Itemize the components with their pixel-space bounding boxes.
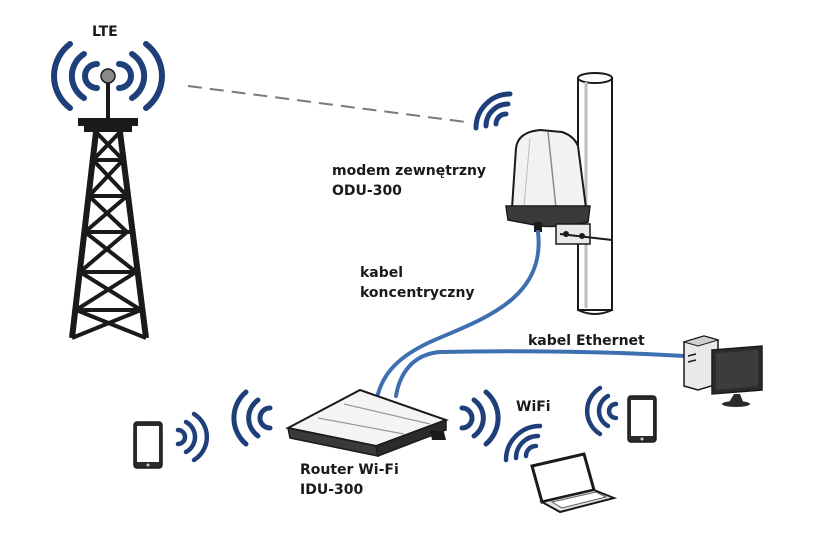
router-icon [231, 388, 501, 458]
tablet-right-signal-waves-icon [584, 385, 619, 437]
laptop-signal-waves-icon [503, 423, 543, 463]
modem-label-line1: modem zewnętrzny [332, 163, 486, 179]
desktop-computer-icon [682, 335, 763, 407]
outdoor-modem-icon [473, 91, 613, 245]
router-label-line2: IDU-300 [300, 482, 363, 498]
tablet-icon-right [584, 385, 657, 443]
lte-tower-icon [51, 41, 165, 340]
coax-label-line2: koncentryczny [360, 285, 475, 301]
router-label-line1: Router Wi-Fi [300, 462, 399, 478]
ethernet-label: kabel Ethernet [528, 333, 645, 349]
modem-signal-waves-icon [473, 91, 513, 131]
tablet-left-signal-waves-icon [175, 411, 210, 463]
tower-signal-waves-icon [51, 41, 165, 111]
lte-radio-link [187, 85, 467, 123]
router-signal-waves-left-icon [231, 389, 273, 447]
laptop-icon [503, 423, 618, 514]
ethernet-cable [394, 349, 686, 398]
modem-label-line2: ODU-300 [332, 183, 402, 199]
wifi-label: WiFi [516, 399, 551, 415]
coax-label-line1: kabel [360, 265, 403, 281]
coaxial-cable [376, 230, 541, 396]
router-signal-waves-right-icon [459, 389, 501, 447]
lte-label: LTE [92, 24, 118, 40]
tablet-icon-left [133, 411, 210, 469]
